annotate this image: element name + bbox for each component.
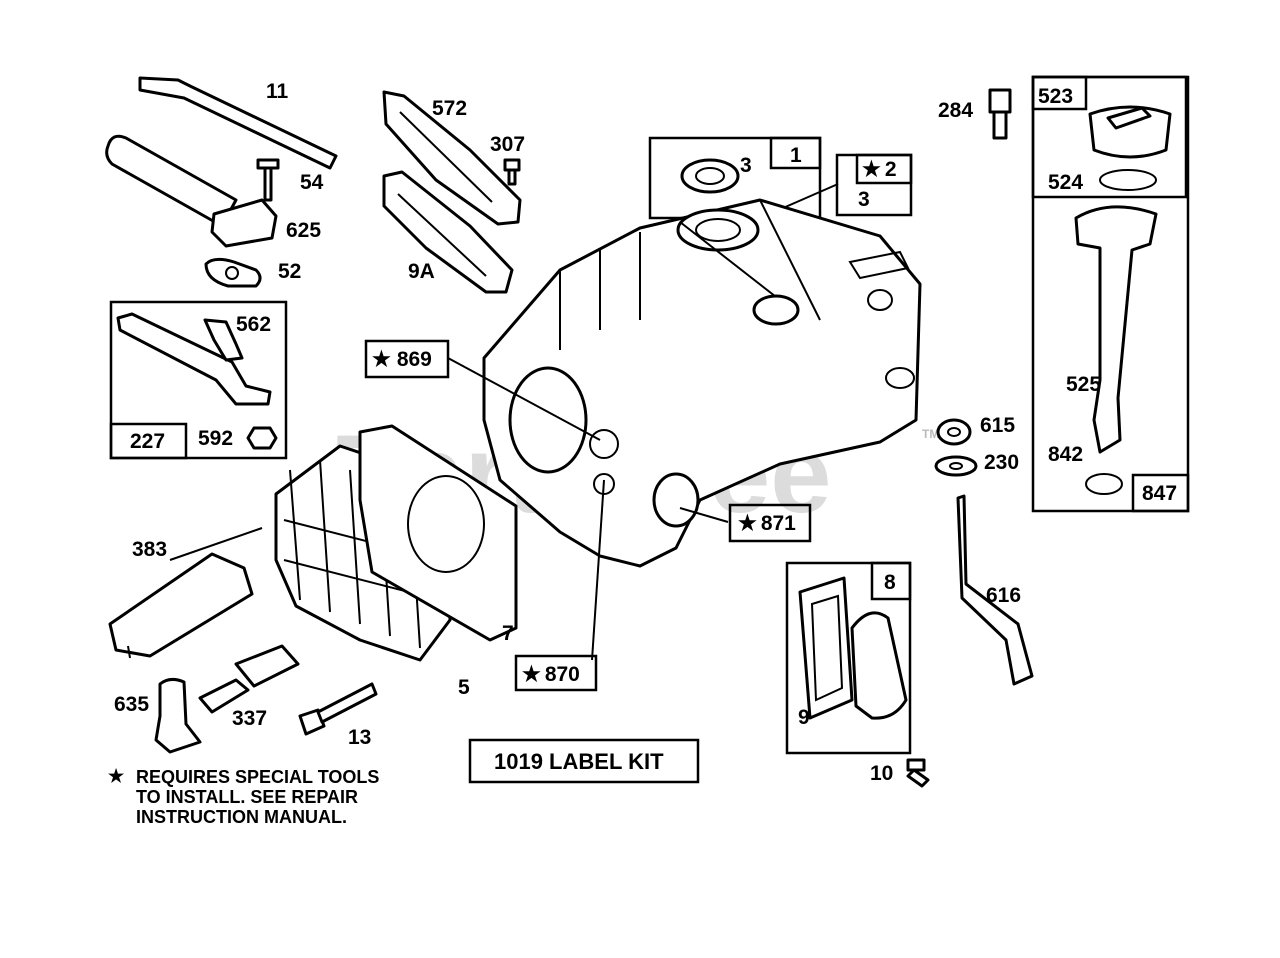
callout-525: 525 [1066, 373, 1101, 396]
callout-box-871 [728, 503, 812, 543]
callout-9a: 9A [408, 260, 435, 283]
screw-10-part [906, 758, 930, 788]
callout-9: 9 [798, 706, 810, 729]
callout-842: 842 [1048, 443, 1083, 466]
callout-847: 847 [1142, 482, 1177, 505]
footnote-line-1: REQUIRES SPECIAL TOOLS [136, 767, 379, 787]
callout-230: 230 [984, 451, 1019, 474]
callout-869-star: ★869 [372, 348, 432, 371]
callout-7: 7 [502, 622, 514, 645]
callout-227: 227 [130, 430, 165, 453]
callout-box-870 [514, 654, 598, 692]
governor-kit-box [109, 300, 288, 460]
callout-2-star: ★2 [862, 158, 897, 181]
spark-plug-boot-part [154, 677, 202, 754]
callout-383: 383 [132, 538, 167, 561]
callout-54: 54 [300, 171, 324, 194]
label-kit-box [468, 738, 700, 784]
callout-1: 1 [790, 144, 802, 167]
breather-kit-box-8 [785, 561, 912, 755]
plug-284-part [988, 88, 1012, 140]
callout-8: 8 [884, 571, 896, 594]
screw-307-part [503, 158, 521, 186]
cylinder-block-part [447, 198, 922, 661]
footnote-line-2: TO INSTALL. SEE REPAIR [136, 787, 358, 807]
head-gasket-part [358, 424, 518, 642]
label-kit-text: 1019 LABEL KIT [494, 749, 664, 774]
footnote-star: ★ [108, 766, 125, 786]
ignition-armature-part [108, 527, 263, 659]
callout-52: 52 [278, 260, 301, 283]
callout-635: 635 [114, 693, 149, 716]
spark-plug-part [198, 644, 300, 714]
callout-524: 524 [1048, 171, 1083, 194]
callout-11: 11 [266, 80, 289, 103]
dipstick-tube-part [138, 76, 338, 170]
callout-13: 13 [348, 726, 371, 749]
callout-615: 615 [980, 414, 1015, 437]
callout-10: 10 [870, 762, 893, 785]
head-bolt-part [298, 682, 378, 736]
trademark: TM [922, 427, 939, 441]
callout-562: 562 [236, 313, 271, 336]
callout-572: 572 [432, 97, 467, 120]
callout-870-star: ★870 [522, 663, 580, 686]
callout-523: 523 [1038, 85, 1073, 108]
callout-592: 592 [198, 427, 233, 450]
oil-fill-kit-box [1031, 75, 1190, 513]
callout-871-star: ★871 [738, 512, 796, 535]
callout-5: 5 [458, 676, 470, 699]
callout-337: 337 [232, 707, 267, 730]
breather-gaskets-572-9a [382, 90, 522, 294]
breather-gasket-part [204, 257, 262, 288]
callout-616: 616 [986, 584, 1021, 607]
callout-box-869 [364, 339, 450, 379]
callout-625: 625 [286, 219, 321, 242]
callout-3-upper: 3 [740, 154, 752, 177]
breather-tube-part [105, 134, 280, 248]
washer-230-part [934, 455, 978, 477]
washer-615-part [936, 418, 972, 446]
footnote-line-3: INSTRUCTION MANUAL. [136, 807, 347, 827]
callout-3-lower: 3 [858, 188, 870, 211]
callout-307: 307 [490, 133, 525, 156]
dipstick-616-part [956, 494, 1034, 686]
callout-284: 284 [938, 99, 973, 122]
